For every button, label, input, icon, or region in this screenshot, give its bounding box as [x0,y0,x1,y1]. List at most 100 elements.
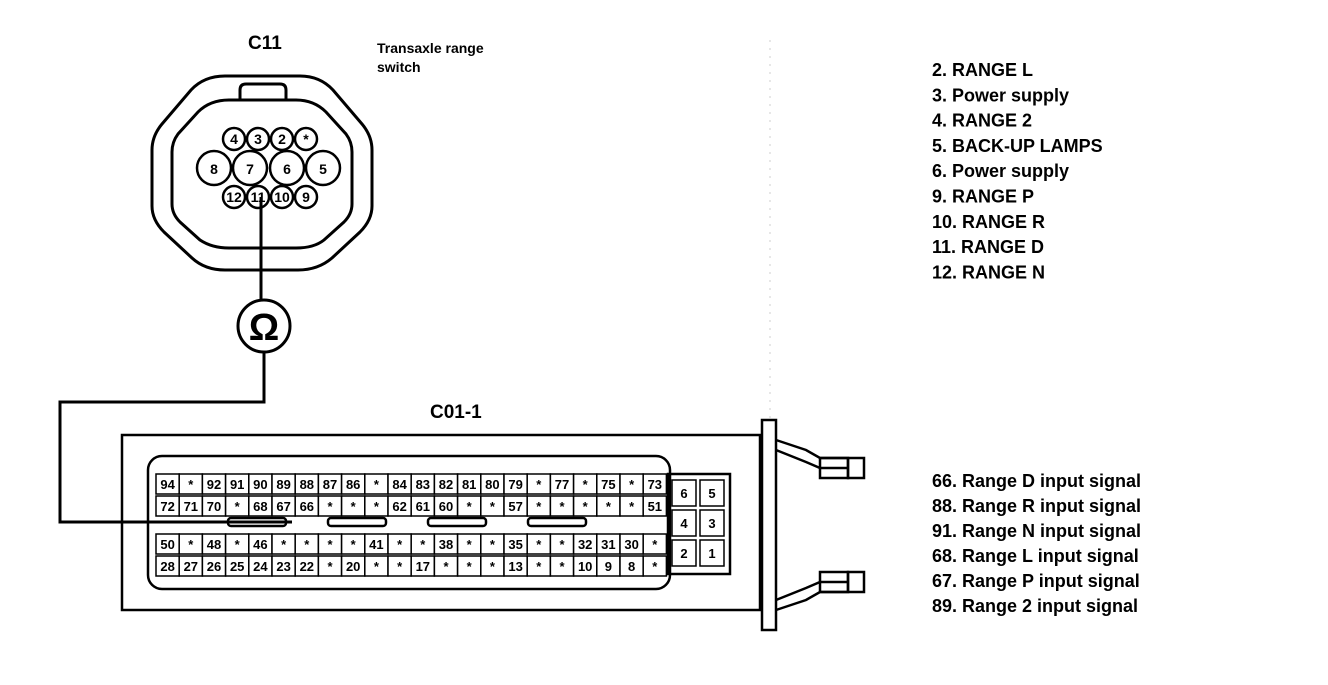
c01-small-pin: 1 [699,539,725,567]
c01-pin-label: 17 [416,559,430,574]
ohmmeter: Ω [236,298,292,354]
c01-pin-cell: * [572,473,598,495]
c01-pin-label: 83 [416,477,430,492]
c11-pin-label: 12 [226,189,242,205]
c01-pin-cell: * [387,555,412,577]
c11-pin: 6 [268,149,306,187]
c11-pin-label: 9 [302,189,310,205]
c01-small-pin-label: 6 [680,486,687,501]
c11-pin-label: 6 [283,161,291,177]
c01-pin-cell: 79 [503,473,528,495]
c11-pin: 10 [269,184,295,210]
c11-pin-label: 5 [319,161,327,177]
c01-pin-cell: * [619,495,644,517]
c01-pin-label: 50 [160,537,174,552]
c01-legend-item: 91. Range N input signal [932,521,1141,541]
c01-pin-label: 88 [300,477,314,492]
c01-pin-label: 92 [207,477,221,492]
c11-description-line1: Transaxle range [377,40,484,56]
c01-pin-label: 38 [439,537,453,552]
c01-pin-label: * [374,499,380,514]
c01-pin-cell: * [364,473,389,495]
c01-pin-cell: * [549,533,575,555]
c01-pin-label: 35 [508,537,522,552]
c11-pin: 12 [221,184,247,210]
c01-pin-cell: * [364,495,389,517]
c01-pin-label: * [327,537,333,552]
c11-pin: * [293,126,319,152]
c01-pin-cell: 27 [178,555,204,577]
c01-pin-label: 62 [392,499,406,514]
c01-pin-label: 84 [392,477,407,492]
c01-pin-label: * [397,537,403,552]
c11-legend-item: 4. RANGE 2 [932,111,1032,131]
c01-pin-label: 90 [253,477,267,492]
c01-pin-cell: 26 [201,555,227,577]
c01-pin-cell: 89 [271,473,296,495]
c01-pin-cell: * [224,533,250,555]
c01-pin-cell: 91 [224,473,250,495]
c01-pin-label: 82 [439,477,453,492]
c01-pin-cell: 38 [433,533,459,555]
c01-pin-label: 31 [601,537,615,552]
c01-pin-label: 91 [230,477,244,492]
c01-pin-cell: * [456,555,482,577]
c01-pin-label: 86 [346,477,360,492]
c01-pin-label: * [374,559,380,574]
c01-pin-label: * [559,499,565,514]
c01-pin-cell: 60 [433,495,459,517]
c01-pin-label: * [351,537,357,552]
c01-pin-label: * [467,537,473,552]
c11-legend-item: 3. Power supply [932,85,1069,105]
c01-pin-label: * [188,537,194,552]
c11-connector [150,74,374,272]
c01-pin-label: * [467,559,473,574]
c01-pin-label: 81 [462,477,476,492]
c01-pin-label: * [235,537,241,552]
c01-pin-cell: * [456,533,482,555]
c01-small-pin: 6 [671,479,697,507]
c11-pin-label: 10 [274,189,290,205]
c01-pin-label: 61 [416,499,430,514]
c01-pin-label: 67 [276,499,290,514]
c01-pin-cell: 88 [294,473,320,495]
c01-pin-label: * [188,477,194,492]
c11-pin: 7 [231,149,269,187]
c01-pin-label: 68 [253,499,267,514]
c01-pin-cell: 77 [549,473,575,495]
c01-pin-label: 30 [624,537,638,552]
c01-pin-cell: 80 [480,473,505,495]
c01-pin-label: * [536,537,542,552]
c01-pin-label: 77 [555,477,569,492]
c01-pin-cell: 61 [410,495,436,517]
c01-pin-cell: 62 [387,495,412,517]
c11-pin-label: 11 [251,189,266,205]
c01-pin-label: 60 [439,499,453,514]
c01-pin-cell: * [317,533,343,555]
c01-pin-cell: * [317,555,343,577]
c01-pin-cell: * [317,495,343,517]
c01-pin-cell: * [480,555,505,577]
c11-legend-item: 2. RANGE L [932,60,1033,80]
c11-pin-label: 7 [246,161,254,177]
c01-pin-label: 72 [160,499,174,514]
c01-pin-label: 51 [648,499,662,514]
c01-pin-label: * [536,477,542,492]
c01-pin-label: * [490,537,496,552]
c01-pin-label: 70 [207,499,221,514]
c01-pin-label: 32 [578,537,592,552]
c01-pin-label: 28 [160,559,174,574]
c01-pin-label: 24 [253,559,268,574]
c01-legend-item: 88. Range R input signal [932,496,1141,516]
c01-pin-cell: 84 [387,473,412,495]
c01-pin-cell: 67 [271,495,296,517]
c01-pin-cell: * [549,495,575,517]
c01-pin-cell: 50 [155,533,180,555]
c01-small-pin: 3 [699,509,725,537]
c01-small-block-frame [666,472,732,576]
c01-pin-cell: 32 [572,533,598,555]
c01-pin-cell: 68 [248,495,273,517]
